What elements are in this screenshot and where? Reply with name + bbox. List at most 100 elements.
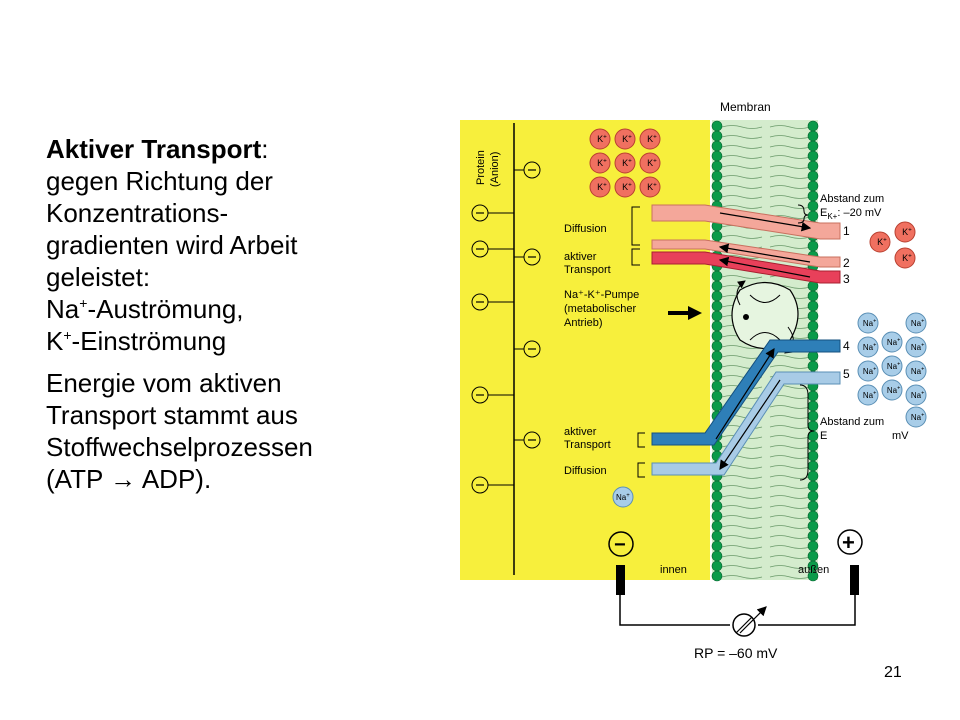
label-active-bottom: aktiver xyxy=(564,426,597,438)
na-outflow: Na+-Auströmung, xyxy=(46,294,244,324)
electrode-left xyxy=(616,565,625,595)
label-diffusion-bottom: Diffusion xyxy=(564,465,607,477)
potassium-ion: K+ xyxy=(639,128,661,150)
svg-text:K+: K+ xyxy=(597,134,607,145)
sodium-ion: Na+ xyxy=(881,355,903,377)
svg-text:K+: K+ xyxy=(647,182,657,193)
k-diffusion-arrow-1 xyxy=(651,204,841,240)
svg-text:Na+: Na+ xyxy=(863,319,877,328)
heading-active-transport: Aktiver Transport xyxy=(46,134,262,164)
lipid-head xyxy=(807,160,819,172)
lipid-head xyxy=(711,120,723,132)
text-line: gradienten wird Arbeit xyxy=(46,230,298,260)
bracket-active-top xyxy=(631,248,640,266)
sodium-ion: Na+ xyxy=(881,379,903,401)
svg-text:Na+: Na+ xyxy=(911,391,925,400)
sodium-ion: Na+ xyxy=(881,331,903,353)
lipid-head xyxy=(807,130,819,142)
label-pump-metabolic: (metabolischer xyxy=(564,303,636,315)
svg-text:Na+: Na+ xyxy=(911,413,925,422)
lipid-head xyxy=(807,390,819,402)
lipid-head xyxy=(711,570,723,582)
anion-icon xyxy=(514,248,541,266)
lipid-head xyxy=(807,180,819,192)
anion-icon xyxy=(471,204,514,222)
anion-icon xyxy=(471,386,514,404)
potassium-ions-outside: K+K+K+ xyxy=(869,221,916,269)
bracket-ena xyxy=(799,384,815,481)
lipid-head xyxy=(711,360,723,372)
lipid-head xyxy=(807,120,819,132)
lipid-head xyxy=(711,170,723,182)
svg-text:K+: K+ xyxy=(622,182,632,193)
sodium-ion: Na+ xyxy=(905,312,927,334)
lipid-head xyxy=(807,210,819,222)
anion-icon xyxy=(471,240,514,258)
text-line: gegen Richtung der xyxy=(46,166,273,196)
svg-text:K+: K+ xyxy=(622,134,632,145)
label-outside: außen xyxy=(798,564,829,576)
svg-text:Na+: Na+ xyxy=(911,367,925,376)
sodium-ion: Na+ xyxy=(905,406,927,428)
lipid-head xyxy=(711,180,723,192)
lipid-head xyxy=(711,400,723,412)
lipid-head xyxy=(711,560,723,572)
text-line: geleistet: xyxy=(46,262,151,292)
lipid-head xyxy=(807,170,819,182)
svg-text:Na+: Na+ xyxy=(887,338,901,347)
page-number: 21 xyxy=(884,664,902,681)
potassium-ion: K+ xyxy=(614,128,636,150)
label-diffusion-top: Diffusion xyxy=(564,223,607,235)
lipid-head xyxy=(807,540,819,552)
anion-symbols xyxy=(471,161,541,494)
potassium-ion: K+ xyxy=(589,176,611,198)
svg-text:Na+: Na+ xyxy=(887,386,901,395)
paragraph-energy: Energie vom aktiven Transport stammt aus… xyxy=(46,367,426,495)
svg-text:Na+: Na+ xyxy=(863,391,877,400)
lipid-head xyxy=(711,140,723,152)
lipid-head xyxy=(711,350,723,362)
lipid-head xyxy=(711,330,723,342)
paragraph-active-transport: Aktiver Transport: gegen Richtung der Ko… xyxy=(46,134,298,356)
lipid-head xyxy=(807,570,819,582)
lipid-head xyxy=(711,380,723,392)
potassium-ion: K+ xyxy=(589,152,611,174)
lipid-head xyxy=(711,530,723,542)
text-line: Energie vom aktiven xyxy=(46,368,282,398)
label-pump: Na⁺-K⁺-Pumpe xyxy=(564,289,639,301)
minus-electrode: − xyxy=(608,531,634,557)
svg-text:K+: K+ xyxy=(597,158,607,169)
lipid-head xyxy=(807,410,819,422)
lipid-head xyxy=(711,500,723,512)
lipid-head xyxy=(807,490,819,502)
potassium-ion: K+ xyxy=(869,231,891,253)
lipid-head xyxy=(711,290,723,302)
arrow-number-5: 5 xyxy=(843,367,850,381)
svg-text:Na+: Na+ xyxy=(911,319,925,328)
lipid-head xyxy=(711,150,723,162)
slide-text: Aktiver Transport: gegen Richtung der Ko… xyxy=(46,133,426,495)
lipid-head xyxy=(711,540,723,552)
text-line: Stoffwechselprozessen xyxy=(46,432,313,462)
sodium-ion: Na+ xyxy=(857,336,879,358)
voltmeter-icon xyxy=(732,606,767,637)
lipid-head xyxy=(711,510,723,522)
bracket-active-bottom xyxy=(637,432,645,448)
resting-potential-label: RP = –60 mV xyxy=(694,645,778,661)
lipid-head xyxy=(807,310,819,322)
lipid-head xyxy=(711,480,723,492)
anion-icon xyxy=(471,293,514,311)
lipid-head xyxy=(807,440,819,452)
label-ena-unit: mV xyxy=(892,430,909,442)
label-transport-bottom: Transport xyxy=(564,439,611,451)
k-active-arrow-3 xyxy=(651,251,841,284)
text-line: Konzentrations- xyxy=(46,198,229,228)
lipid-head xyxy=(807,530,819,542)
svg-text:Na+: Na+ xyxy=(911,343,925,352)
lipid-head xyxy=(807,480,819,492)
potassium-ion: K+ xyxy=(894,247,916,269)
anion-icon xyxy=(514,340,541,358)
lipid-head xyxy=(807,150,819,162)
label-ek-value: EK+: –20 mV xyxy=(820,207,882,221)
membrane-label: Membran xyxy=(720,100,771,114)
